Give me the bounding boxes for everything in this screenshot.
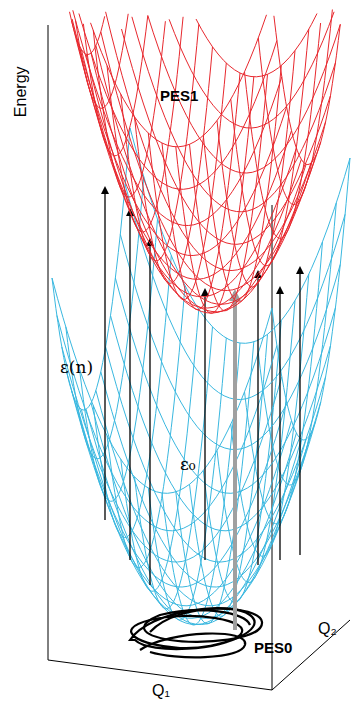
mesh-line [107,286,185,568]
mesh-line [91,403,311,618]
mesh-line [274,16,340,165]
mesh-line [162,343,240,625]
mesh-line [272,158,350,440]
mesh-line [148,338,226,620]
mesh-line [176,77,254,313]
mesh-line [135,47,213,283]
excited-surface-mesh [70,10,341,314]
mesh-line [101,372,321,587]
mesh-line [203,321,281,603]
mesh-line [231,29,309,265]
axis-label: Q₂ [318,620,337,638]
mesh-line [111,316,331,531]
mesh-line [96,391,316,606]
mesh-line [93,21,165,197]
mesh-line [70,12,105,55]
mesh-line [196,14,317,77]
mesh-line [190,74,268,310]
mesh-line [258,10,332,205]
mesh-line [91,15,267,147]
mesh-line [73,10,282,225]
mesh-line [81,409,301,624]
ground-surface-mesh [52,128,350,625]
axis-box [48,25,350,690]
mesh-line [217,301,295,583]
axis-label: Energy [11,67,29,118]
trajectory [130,608,262,657]
mesh-line [72,21,292,280]
mesh-line [169,12,334,128]
mesh-line [135,327,213,609]
mesh-line [52,278,272,493]
transition-energy-label: ε₀ [180,455,196,474]
mesh-line [101,32,321,291]
mesh-line [122,29,331,244]
mesh-line [148,63,226,300]
mesh-line [81,49,301,308]
mesh-line [190,334,268,616]
mesh-line [91,53,311,312]
mesh-line [176,342,254,624]
mesh-line [203,66,281,303]
mesh-line [130,128,350,343]
surface-label: PES0 [254,640,292,657]
transition-energy-label: ε(n) [60,358,93,377]
surface-label: PES1 [160,88,198,105]
mesh-line [231,274,309,556]
axis-label: Q₁ [152,682,170,700]
mesh-line [245,23,321,238]
mesh-line [62,347,282,562]
